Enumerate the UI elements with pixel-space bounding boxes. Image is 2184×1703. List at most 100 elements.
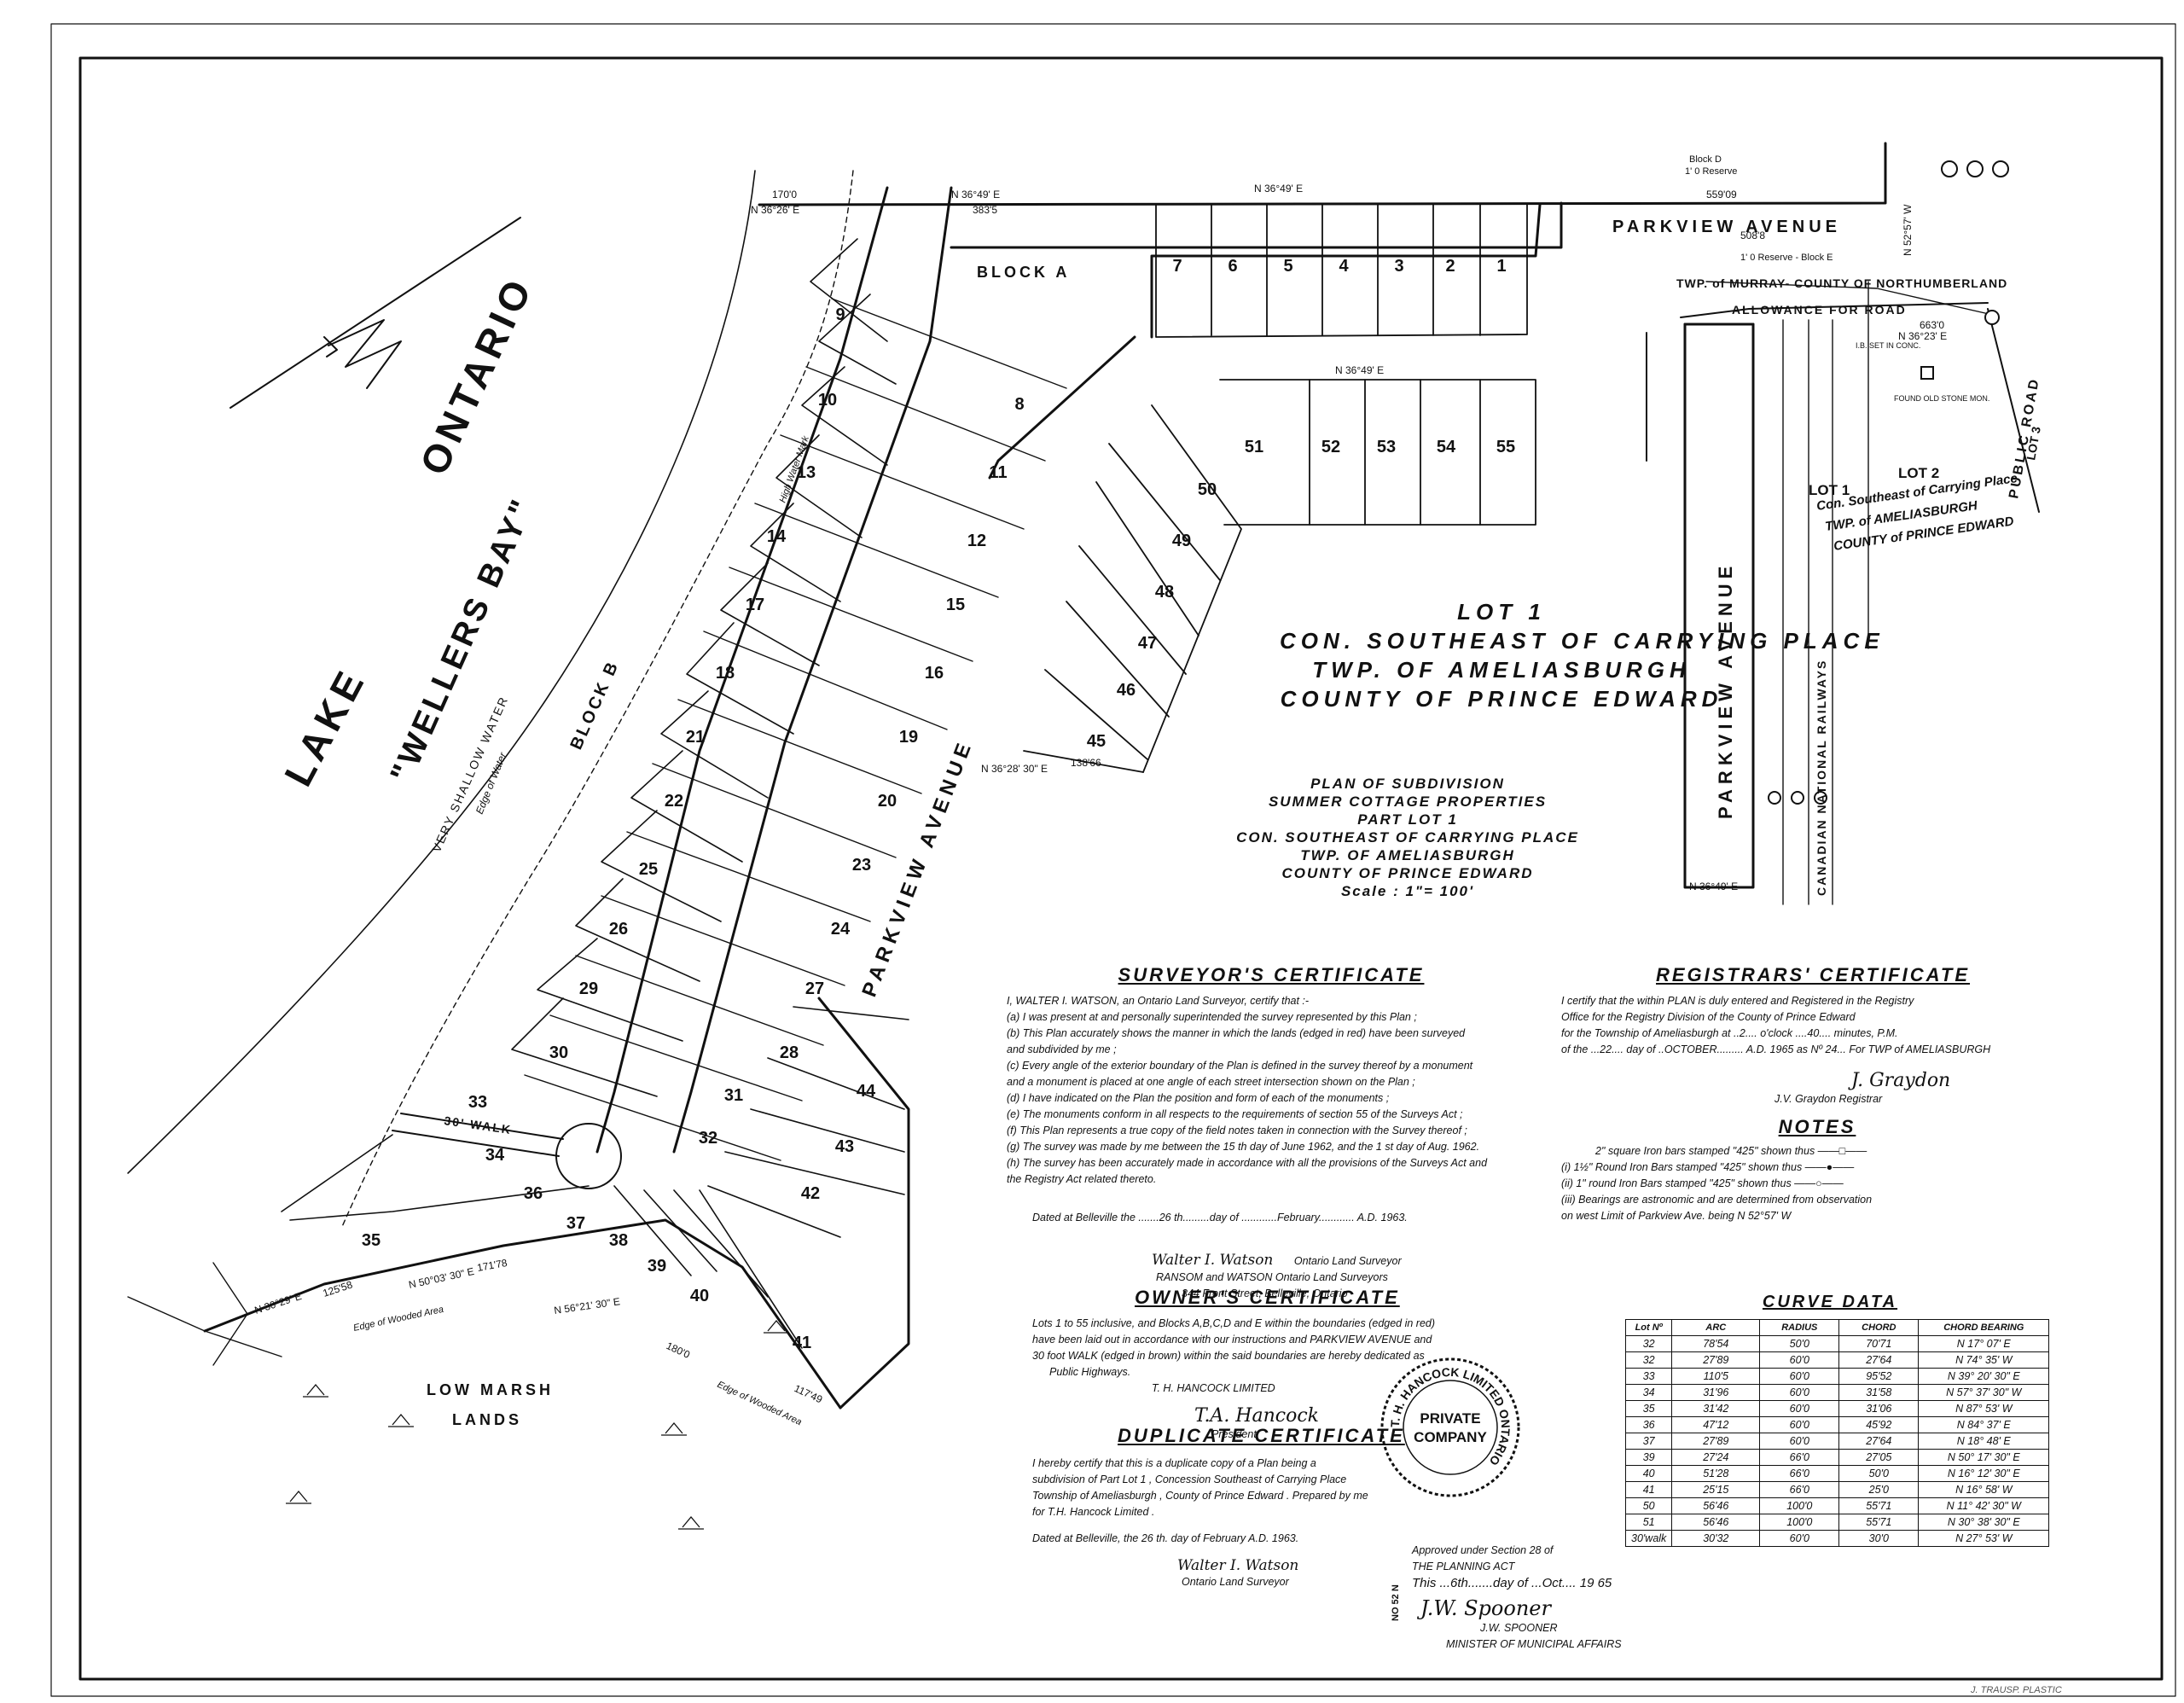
- curve-cell: N 57° 37' 30" W: [1918, 1384, 2050, 1401]
- lot-number-label: 39: [648, 1257, 666, 1276]
- curve-cell: 31'58: [1838, 1384, 1920, 1401]
- lot-number-label: 14: [767, 527, 787, 546]
- dist-s4-label: 117'49: [793, 1382, 825, 1406]
- marsh-symbols: [286, 1319, 789, 1530]
- bearing-s1-label: N 36°28' 30" E: [981, 763, 1048, 775]
- curve-cell: 66'0: [1759, 1465, 1840, 1482]
- thirty-foot-walk: [392, 1113, 564, 1157]
- surveyor-line: (g) The survey was made by me between th…: [1007, 1141, 1480, 1153]
- subtitle-line-5: TWP. OF AMELIASBURGH: [1300, 847, 1515, 863]
- lot-number-label: 16: [925, 664, 944, 683]
- registrar-line: I certify that the within PLAN is duly e…: [1561, 995, 1914, 1007]
- surveyor-certificate-title: SURVEYOR'S CERTIFICATE: [1118, 964, 1425, 985]
- owner-line: 30 foot WALK (edged in brown) within the…: [1032, 1350, 1425, 1362]
- curve-cell: N 84° 37' E: [1918, 1416, 2050, 1433]
- curve-cell: 45'92: [1838, 1416, 1920, 1433]
- lot-number-label: 41: [793, 1334, 811, 1352]
- curve-cell: 30'32: [1671, 1530, 1761, 1547]
- lands-label: LANDS: [452, 1411, 522, 1428]
- note-line: 2" square Iron bars stamped "425" shown …: [1595, 1145, 1867, 1157]
- lot-number-label: 34: [485, 1146, 505, 1165]
- owner-company: T. H. HANCOCK LIMITED: [1152, 1382, 1275, 1394]
- ontario-label: ONTARIO: [411, 269, 542, 481]
- lot-number-label: 19: [899, 728, 918, 747]
- curve-cell: 51: [1624, 1514, 1673, 1531]
- found-stone-label: FOUND OLD STONE MON.: [1894, 394, 1989, 403]
- curve-cell: 55'71: [1838, 1497, 1920, 1514]
- curve-cell: 47'12: [1671, 1416, 1761, 1433]
- curve-cell: N 16° 58' W: [1918, 1481, 2050, 1498]
- curve-data-title: CURVE DATA: [1762, 1293, 1898, 1311]
- registrar-line: for the Township of Ameliasburgh at ..2.…: [1561, 1027, 1898, 1039]
- owner-line: Lots 1 to 55 inclusive, and Blocks A,B,C…: [1032, 1317, 1436, 1329]
- dist-top2-label: 383'5: [973, 204, 997, 216]
- surveyor-line: and a monument is placed at one angle of…: [1007, 1076, 1415, 1088]
- edge-of-water-line: [127, 170, 756, 1174]
- registrar-name: J.V. Graydon Registrar: [1774, 1093, 1883, 1105]
- curve-header-cell: Lot Nº: [1624, 1319, 1673, 1336]
- surveyor-line: the Registry Act related thereto.: [1007, 1173, 1157, 1185]
- curve-cell: 95'52: [1838, 1368, 1920, 1385]
- duplicate-certificate: DUPLICATE CERTIFICATE I hereby certify t…: [1032, 1425, 1493, 1590]
- bearing-bottom-label: N 36°49' E: [1689, 881, 1738, 892]
- plan-subtitle-block: PLAN OF SUBDIVISION SUMMER COTTAGE PROPE…: [1220, 775, 1595, 900]
- curve-cell: 31'96: [1671, 1384, 1761, 1401]
- curve-cell: 36: [1624, 1416, 1673, 1433]
- lot-number-label: 7: [1172, 257, 1182, 276]
- dist-s2-label: 171'78: [476, 1257, 508, 1274]
- curve-header-cell: CHORD BEARING: [1918, 1319, 2050, 1336]
- curve-cell: 66'0: [1759, 1449, 1840, 1466]
- lot-number-label: 31: [724, 1086, 743, 1105]
- curve-cell: 27'24: [1671, 1449, 1761, 1466]
- curve-cell: 35: [1624, 1400, 1673, 1417]
- lot-number-label: 29: [579, 979, 598, 998]
- lot-depth-lines: [524, 298, 1067, 1161]
- bearing-top2-label: N 36°49' E: [951, 189, 1000, 201]
- block-d-label: Block D: [1689, 154, 1722, 165]
- owner-line: Public Highways.: [1049, 1366, 1131, 1378]
- lot1-right-label: LOT 1: [1809, 482, 1850, 498]
- reserve-label: 1' 0 Reserve: [1685, 166, 1737, 177]
- curve-cell: 60'0: [1759, 1400, 1840, 1417]
- curve-cell: 27'64: [1838, 1351, 1920, 1369]
- lot-number-label: 42: [801, 1184, 820, 1203]
- notes-block: NOTES 2" square Iron bars stamped "425" …: [1561, 1116, 2073, 1224]
- lot-number-label: 52: [1321, 438, 1340, 456]
- sheet-frame: [50, 23, 2176, 1697]
- curve-cell: 30'0: [1838, 1530, 1920, 1547]
- curve-cell: N 30° 38' 30" E: [1918, 1514, 2050, 1531]
- parkview-avenue-diagonal: [595, 186, 953, 1154]
- lot-title-block: LOT 1 CON. SOUTHEAST OF CARRYING PLACE T…: [1280, 597, 1879, 713]
- bearing-s2-label: N 50°03' 30" E: [408, 1265, 475, 1291]
- notes-title: NOTES: [1778, 1116, 1856, 1137]
- seal-center-1: PRIVATE: [1420, 1410, 1480, 1427]
- curve-cell: 32: [1624, 1335, 1673, 1352]
- curve-cell: 55'71: [1838, 1514, 1920, 1531]
- duplicate-sig-title: Ontario Land Surveyor: [1182, 1576, 1289, 1588]
- lot-number-label: 6: [1228, 257, 1237, 276]
- dist-s3-label: 180'0: [665, 1340, 692, 1361]
- owners-certificate: OWNER'S CERTIFICATE Lots 1 to 55 inclusi…: [1032, 1287, 1510, 1443]
- subtitle-scale: Scale : 1"= 100': [1340, 883, 1475, 899]
- lot-title-line-4: COUNTY OF PRINCE EDWARD: [1280, 686, 1723, 712]
- curve-cell: 50'0: [1759, 1335, 1840, 1352]
- lot-number-label: 4: [1339, 257, 1349, 276]
- curve-cell: 39: [1624, 1449, 1673, 1466]
- bearing-top3-label: N 36°49' E: [1254, 183, 1303, 195]
- curve-cell: N 18° 48' E: [1918, 1433, 2050, 1450]
- bearing-s4-label: N 30°29' E: [253, 1290, 304, 1316]
- west-lots: [511, 238, 897, 1097]
- lot-number-label: 25: [639, 860, 658, 879]
- lot-number-label: 47: [1138, 634, 1157, 653]
- note-line: (i) 1½" Round Iron Bars stamped "425" sh…: [1561, 1161, 1855, 1173]
- lot-number-label: 17: [746, 596, 764, 614]
- curve-cell: 32: [1624, 1351, 1673, 1369]
- owners-certificate-title: OWNER'S CERTIFICATE: [1135, 1287, 1400, 1308]
- lot-number-label: 9: [835, 305, 845, 324]
- lot-number-label: 24: [831, 920, 851, 939]
- curve-cell: 31'06: [1838, 1400, 1920, 1417]
